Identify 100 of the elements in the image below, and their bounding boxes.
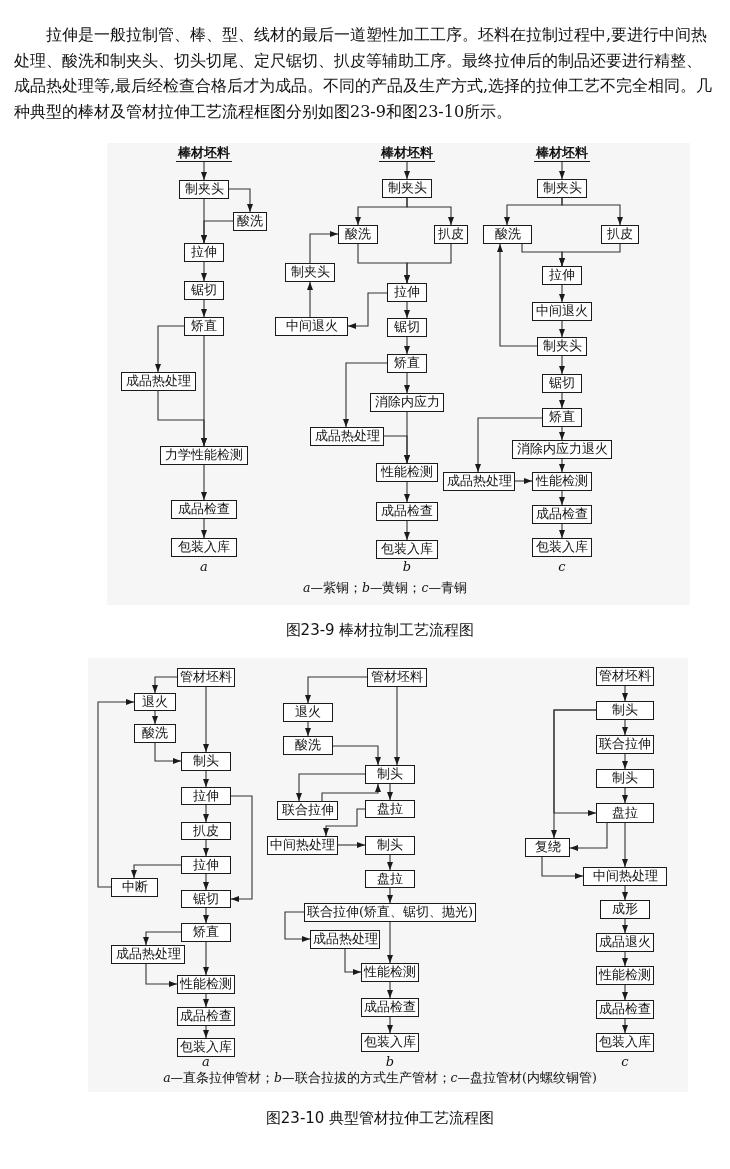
arrow — [559, 458, 565, 473]
process-box: 包装入库 — [532, 538, 592, 557]
arrow — [404, 301, 410, 319]
process-box: 酸洗 — [134, 724, 176, 743]
panel-letter: a — [200, 559, 208, 574]
arrow — [622, 984, 628, 1001]
process-box: 中断 — [111, 878, 158, 897]
arrow — [152, 710, 158, 725]
arrow — [404, 520, 410, 541]
arrow — [201, 518, 207, 539]
process-box: 拉伸 — [184, 243, 224, 262]
figure-caption: a—紫铜；b—黄铜；c—青铜 — [303, 580, 467, 597]
arrow — [145, 963, 178, 987]
arrow — [201, 299, 207, 318]
arrow — [203, 770, 209, 788]
arrow — [201, 464, 207, 501]
process-box: 拉伸 — [181, 856, 231, 874]
process-box: 制头 — [365, 765, 415, 784]
process-box: 矫直 — [542, 408, 582, 427]
process-box: 扒皮 — [181, 822, 231, 840]
process-box: 中间热处理 — [267, 836, 338, 855]
arrow — [404, 372, 410, 394]
process-box: 管材坯料 — [177, 668, 235, 687]
process-box: 酸洗 — [338, 225, 378, 244]
process-box: 消除内应力退火 — [512, 440, 612, 459]
arrow — [383, 435, 410, 464]
arrow — [203, 993, 209, 1008]
figure-title: 图23-9 棒材拉制工艺流程图 — [285, 621, 475, 640]
arrow — [387, 783, 393, 801]
process-box: 复绕 — [525, 838, 570, 857]
arrow — [152, 676, 178, 694]
arrow — [337, 842, 366, 848]
process-box: 力学性能检测 — [160, 446, 248, 465]
arrow — [284, 911, 311, 942]
process-box: 中间热处理 — [583, 867, 667, 886]
process-box: 成品检查 — [532, 505, 592, 524]
arrow — [559, 284, 565, 303]
process-box: 包装入库 — [596, 1033, 654, 1052]
arrow — [203, 873, 209, 891]
arrow — [559, 355, 565, 375]
arrow — [541, 856, 584, 879]
process-box: 矫直 — [184, 317, 224, 336]
process-box: 包装入库 — [177, 1038, 235, 1057]
process-box: 制夹头 — [285, 263, 335, 282]
process-box: 酸洗 — [483, 225, 532, 244]
process-box: 性能检测 — [596, 966, 654, 985]
process-box: 锯切 — [181, 890, 231, 908]
process-box: 包装入库 — [171, 538, 237, 557]
arrow — [347, 292, 388, 329]
process-box: 联合拉伸 — [596, 735, 654, 754]
process-box: 成品检查 — [376, 502, 438, 521]
arrow — [622, 685, 628, 702]
process-box: 制夹头 — [179, 180, 229, 199]
process-box: 性能检测 — [376, 463, 438, 482]
arrow — [387, 981, 393, 999]
process-box: 矫直 — [181, 923, 231, 942]
arrow — [307, 281, 313, 318]
process-box: 管材坯料 — [596, 667, 654, 686]
arrow — [622, 885, 628, 901]
arrow — [387, 921, 393, 964]
process-box: 锯切 — [387, 318, 427, 337]
arrow — [406, 197, 454, 226]
arrow — [559, 490, 565, 506]
arrow — [323, 808, 366, 837]
arrow — [622, 822, 628, 868]
body-paragraph: 拉伸是一般拉制管、棒、型、线材的最后一道塑性加工工序。坯料在拉制过程中,要进行中间热处理、酸洗和制夹头、切头切尾、定尺锯切、扒皮等辅助工序。最终拉伸后的制品还要进行精整、成品热处理等,最后经检查合格后才为成品。不同的产品及生产方式,选择的拉伸工艺不完全相同。几种典型的棒材及管材拉伸工艺流程框图分别如图23-9和图23-10所示。 — [14, 24, 714, 123]
arrow — [622, 753, 628, 770]
panel-letter: b — [402, 559, 412, 574]
arrow — [332, 745, 381, 766]
process-box: 中间退火 — [275, 317, 348, 336]
figure-title: 图23-10 典型管材拉伸工艺流程图 — [265, 1109, 495, 1128]
arrow — [201, 220, 234, 244]
process-box: 制夹头 — [537, 337, 587, 356]
arrow — [559, 320, 565, 338]
arrow — [343, 362, 388, 428]
arrow — [97, 699, 135, 888]
process-box: 盘拉 — [596, 803, 654, 823]
material-label: 棒材坯料 — [176, 146, 232, 162]
process-box: 酸洗 — [283, 736, 333, 755]
process-box: 成品检查 — [361, 998, 419, 1017]
arrow — [228, 188, 253, 213]
process-box: 成品热处理 — [310, 427, 384, 446]
arrow — [203, 686, 209, 753]
arrow — [203, 804, 209, 823]
arrow — [157, 390, 207, 447]
arrow — [622, 918, 628, 934]
arrow — [622, 719, 628, 736]
process-box: 成品检查 — [177, 1007, 235, 1026]
process-box: 成形 — [600, 900, 650, 919]
process-box: 酸洗 — [233, 212, 267, 231]
material-label: 棒材坯料 — [534, 146, 590, 162]
arrow — [203, 941, 209, 976]
arrow — [230, 795, 253, 902]
arrow — [305, 676, 368, 704]
process-box: 盘拉 — [365, 800, 415, 818]
process-box: 退火 — [283, 703, 333, 722]
process-box: 制头 — [181, 752, 231, 771]
process-box: 成品检查 — [596, 1000, 654, 1019]
arrow — [131, 864, 182, 879]
figure-caption: a—直条拉伸管材；b—联合拉拔的方式生产管材；c—盘拉管材(内螺纹铜管) — [163, 1070, 597, 1087]
